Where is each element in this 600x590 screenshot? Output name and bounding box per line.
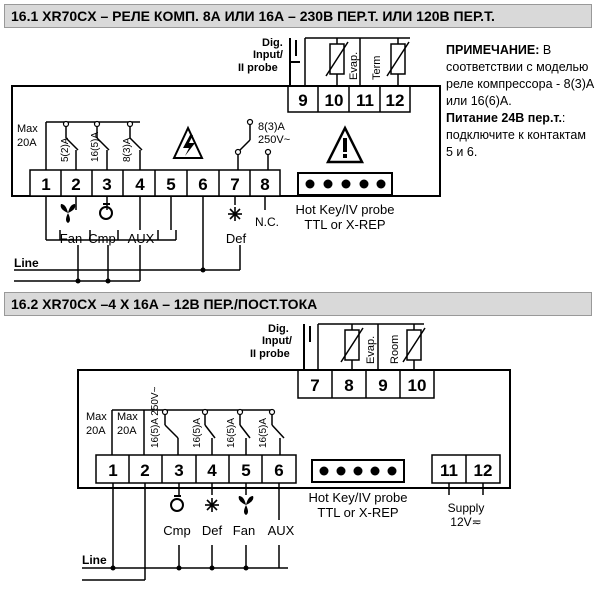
lower-terminal-block-2 — [95, 454, 297, 484]
load-fan: Fan — [60, 231, 82, 246]
terminal2-11: 11 — [440, 461, 458, 480]
dig-input-label-2b: Input/ — [262, 335, 292, 347]
warning-triangle-icon-1 — [172, 125, 204, 159]
section1-wiring-diagram: Dig. Input/ II probe Evap. Term 9 10 11 … — [11, 37, 441, 284]
section2-header: 16.2 XR70CX –4 X 16A – 12В ПЕР./ПОСТ.ТОК… — [4, 292, 592, 316]
terminal2-1: 1 — [108, 461, 117, 480]
supply-terminal-block — [431, 454, 501, 484]
relay2-rating-4: 16(5)A — [192, 418, 203, 448]
max-label-2c: Max — [117, 411, 138, 423]
fan-icon-2 — [238, 496, 254, 515]
note-title: ПРИМЕЧАНИЕ: — [446, 43, 540, 57]
terminal-1: 1 — [41, 175, 50, 194]
max-label-2b: 20A — [86, 425, 106, 437]
note-supply-text: : подключите к контактам 5 и 6. — [446, 111, 586, 159]
relay-rating-4: 8(3)A — [122, 137, 133, 162]
load-aux: AUX — [128, 231, 155, 246]
terminal-11: 11 — [356, 91, 374, 110]
terminal-8: 8 — [260, 175, 269, 194]
supply-label-a: Supply — [448, 501, 485, 515]
defrost-snowflake-icon-2 — [205, 498, 219, 512]
evap-probe-resistor-2 — [340, 327, 364, 363]
terminal2-5: 5 — [241, 461, 250, 480]
max-label-2d: 20A — [117, 425, 137, 437]
terminal2-6: 6 — [274, 461, 283, 480]
terminal-12: 12 — [386, 91, 405, 110]
relay8-rating-b: 250V~ — [258, 134, 290, 146]
load-nc: N.C. — [255, 215, 279, 229]
load2-cmp: Cmp — [163, 523, 190, 538]
terminal-4: 4 — [135, 175, 145, 194]
defrost-snowflake-icon — [228, 207, 242, 221]
hotkey-label-1b: TTL or X-REP — [304, 217, 385, 232]
dig-input-label-2a: Dig. — [268, 323, 289, 335]
supply-label-b: 12V≂ — [450, 515, 481, 529]
terminal2-8: 8 — [344, 376, 353, 395]
evap-probe-resistor — [325, 41, 349, 77]
terminal2-10: 10 — [408, 376, 427, 395]
terminal-2: 2 — [71, 175, 80, 194]
note-text: В соответствии с моделью реле компрессор… — [446, 43, 595, 108]
upper-terminal-block-2 — [297, 369, 435, 399]
max-label-2a: Max — [86, 411, 107, 423]
terminal2-3: 3 — [174, 461, 183, 480]
line-label-1: Line — [14, 256, 39, 270]
terminal2-9: 9 — [378, 376, 387, 395]
terminal2-4: 4 — [207, 461, 217, 480]
terminal-10: 10 — [325, 91, 344, 110]
terminal-9: 9 — [298, 91, 307, 110]
hotkey-connector-1 — [297, 172, 393, 196]
hotkey-label-1a: Hot Key/IV probe — [296, 202, 395, 217]
max-label-1a: Max — [17, 123, 38, 135]
note-block: ПРИМЕЧАНИЕ: В соответствии с моделью рел… — [446, 42, 596, 161]
digital-input-switch-1 — [289, 38, 300, 86]
dig-input-label-1b: Input/ — [253, 49, 283, 61]
terminal-3: 3 — [102, 175, 111, 194]
load2-def: Def — [202, 523, 223, 538]
terminal2-12: 12 — [474, 461, 493, 480]
probe-label-evap-2: Evap. — [365, 336, 377, 364]
line-label-2: Line — [82, 553, 107, 567]
load2-fan: Fan — [233, 523, 255, 538]
terminal-6: 6 — [198, 175, 207, 194]
fan-icon — [60, 204, 76, 223]
section1-title: 16.1 XR70CX – РЕЛЕ КОМП. 8А ИЛИ 16А – 23… — [11, 8, 495, 24]
note-supply-title: Питание 24В пер.т. — [446, 111, 562, 125]
compressor-icon — [99, 203, 113, 220]
section2-title: 16.2 XR70CX –4 X 16A – 12В ПЕР./ПОСТ.ТОК… — [11, 296, 318, 312]
warning-triangle-icon-2 — [325, 125, 365, 164]
dig-input-label-2c: II probe — [250, 348, 290, 360]
load2-aux: AUX — [268, 523, 295, 538]
term-probe-resistor — [386, 41, 410, 77]
probe-label-evap: Evap. — [348, 52, 360, 80]
terminal2-7: 7 — [310, 376, 319, 395]
relay2-rating-6: 16(5)A — [258, 418, 269, 448]
max-label-1b: 20A — [17, 137, 37, 149]
hotkey-label-2a: Hot Key/IV probe — [309, 490, 408, 505]
probe-label-room: Room — [389, 335, 401, 364]
room-probe-resistor — [402, 327, 426, 363]
relay2-rating-3: 16(5)A 250V~ — [150, 386, 161, 448]
load-cmp: Cmp — [88, 231, 115, 246]
relay2-rating-5: 16(5)A — [226, 418, 237, 448]
hotkey-label-2b: TTL or X-REP — [317, 505, 398, 520]
terminal-7: 7 — [230, 175, 239, 194]
hotkey-connector-2 — [311, 459, 405, 483]
relay-rating-2: 5(2)A — [60, 137, 71, 162]
section2-wiring-diagram: Dig. Input/ II probe Evap. Room 7 8 9 10… — [77, 323, 511, 581]
terminal2-2: 2 — [140, 461, 149, 480]
controller-housing-2 — [77, 369, 511, 489]
lower-terminal-block-1 — [29, 169, 281, 197]
dig-input-label-1c: II probe — [238, 62, 278, 74]
probe-label-term: Term — [371, 56, 383, 80]
relay8-rating-a: 8(3)A — [258, 121, 286, 133]
terminal-5: 5 — [166, 175, 175, 194]
section1-header: 16.1 XR70CX – РЕЛЕ КОМП. 8А ИЛИ 16А – 23… — [4, 4, 592, 28]
relay-rating-3: 16(5)A — [90, 132, 101, 162]
compressor-icon-2 — [170, 495, 184, 512]
dig-input-label-1a: Dig. — [262, 37, 283, 49]
upper-terminal-block-1 — [287, 85, 411, 113]
load-def: Def — [226, 231, 247, 246]
